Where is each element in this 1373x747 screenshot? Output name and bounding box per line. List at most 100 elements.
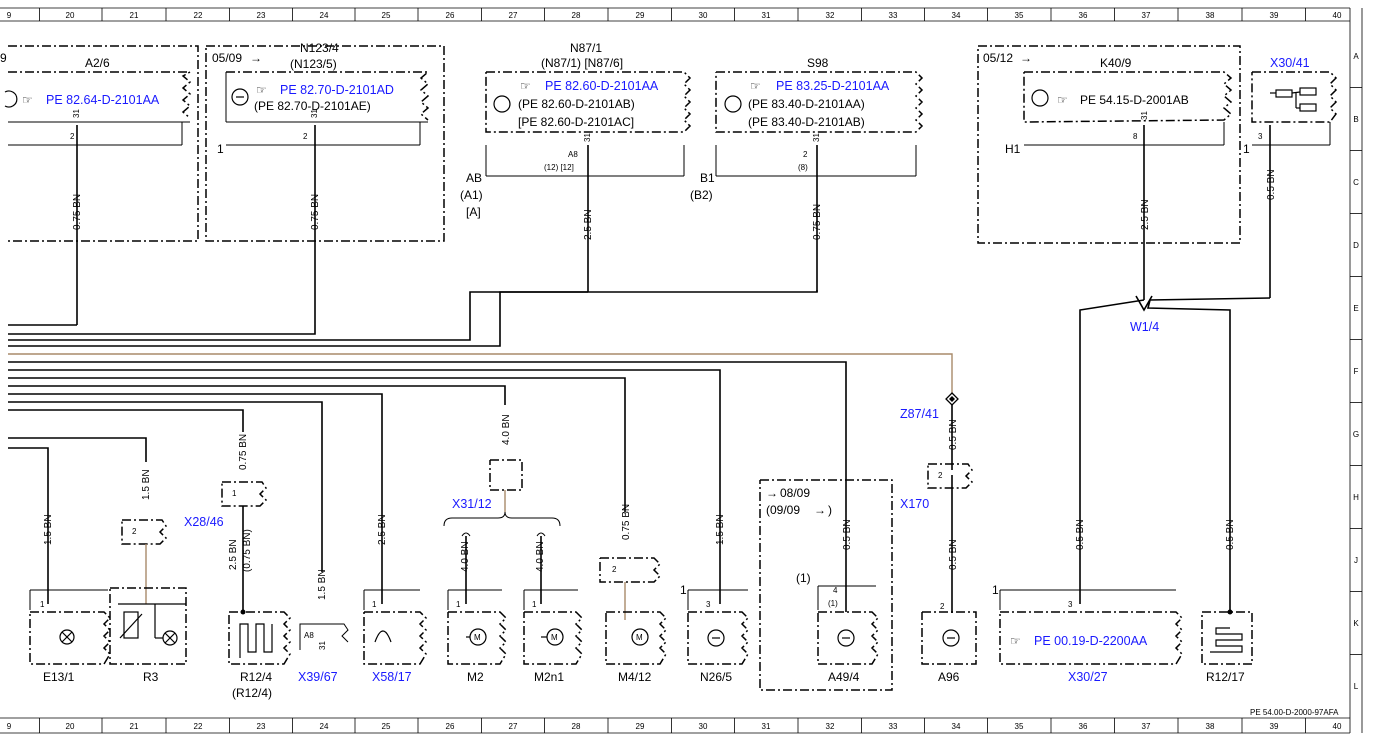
pin-label: 31 [310, 109, 319, 118]
wire-label: 1.5 BN [141, 469, 152, 500]
component-name: N26/5 [700, 670, 732, 684]
grid-frame [0, 7, 1363, 734]
row-label: A [1353, 52, 1359, 61]
row-label: F [1354, 367, 1359, 376]
pin-alt: (1) [828, 599, 838, 608]
pin-number: 1 [232, 489, 237, 498]
component-name: A2/6 [85, 56, 110, 70]
row-label: H [1353, 493, 1359, 502]
wire-label: 2.5 BN [583, 209, 594, 240]
column-label-bottom: 20 [66, 722, 75, 731]
component-n123-4: 05/09 → N123/4 (N123/5) ☞ PE 82.70-D-210… [205, 41, 445, 325]
bus-wires [8, 290, 953, 572]
n87-ref3: [PE 82.60-D-2101AC] [518, 115, 634, 129]
n87-ref-link[interactable]: PE 82.60-D-2101AA [545, 79, 659, 93]
date-label: 05/09 [212, 51, 242, 65]
column-label-bottom: 9 [7, 722, 12, 731]
row-label: L [1354, 682, 1359, 691]
pin-number: 1 [372, 600, 377, 609]
sensor-icon [1031, 89, 1049, 107]
x30-27-ref-link[interactable]: PE 00.19-D-2200AA [1034, 634, 1148, 648]
x28-46-link[interactable]: X28/46 [184, 515, 224, 529]
pin-number: 1 [40, 600, 45, 609]
x39-67-link[interactable]: X39/67 [298, 670, 338, 684]
component-name: N123/4 [300, 41, 339, 55]
heater-icon [239, 623, 273, 658]
column-label-bottom: 34 [952, 722, 961, 731]
component-a49-4: → 08/09 (09/09 → ) 0.5 BN (1) 4 (1) A49/… [759, 479, 893, 691]
side-label: B1 [700, 171, 715, 185]
component-r12-4: 0.75 BN 1 X28/46 2.5 BN (0.75 BN) R12/4 … [184, 434, 292, 700]
pin-number: 2 [70, 132, 75, 141]
pin-label: 31 [72, 109, 81, 118]
x170-link[interactable]: X170 [900, 497, 929, 511]
column-label-top: 30 [699, 11, 708, 20]
column-label-bottom: 27 [509, 722, 518, 731]
side-label: 1 [680, 583, 687, 597]
column-label-bottom: 29 [636, 722, 645, 731]
pin-number: 4 [833, 586, 838, 595]
component-name: S98 [807, 56, 829, 70]
z87-41-link[interactable]: Z87/41 [900, 407, 939, 421]
wire-label: 0.5 BN [948, 419, 959, 450]
x30-27-link[interactable]: X30/27 [1068, 670, 1108, 684]
k40-ref: PE 54.15-D-2001AB [1080, 93, 1189, 107]
column-label-bottom: 23 [257, 722, 266, 731]
column-label-top: 28 [572, 11, 581, 20]
w1-4-link[interactable]: W1/4 [1130, 320, 1159, 334]
wire-label: 0.5 BN [1266, 169, 1277, 200]
component-alt: (R12/4) [232, 686, 272, 700]
date2-label: (09/09 [766, 503, 800, 517]
component-r3: 1.5 BN 2 R3 [109, 469, 187, 684]
s98-ref-link[interactable]: PE 83.25-D-2101AA [776, 79, 890, 93]
row-label: K [1353, 619, 1359, 628]
column-label-bottom: 24 [320, 722, 329, 731]
sensor-icon [942, 629, 960, 647]
column-label-bottom: 25 [382, 722, 391, 731]
row-label: E [1353, 304, 1358, 313]
column-label-bottom: 22 [194, 722, 203, 731]
column-label-top: 27 [509, 11, 518, 20]
column-label-top: 26 [446, 11, 455, 20]
component-x58-17: 2.5 BN 1 X58/17 [363, 512, 428, 684]
component-name: E13/1 [43, 670, 75, 684]
pin-label: 31 [1140, 111, 1149, 120]
x58-17-link[interactable]: X58/17 [372, 670, 412, 684]
n123-ref-link[interactable]: PE 82.70-D-2101AD [280, 83, 394, 97]
column-label-top: 39 [1270, 11, 1279, 20]
component-m2n1: 4.0 BN 1 M M2n1 [523, 532, 584, 684]
component-name: M4/12 [618, 670, 652, 684]
ref-hand-icon: ☞ [1010, 634, 1021, 648]
row-label: D [1353, 241, 1359, 250]
date2-end: ) [828, 503, 832, 517]
pin-number: 2 [938, 471, 943, 480]
a2-6-ref-link[interactable]: PE 82.64-D-2101AA [46, 93, 160, 107]
x30-41-link[interactable]: X30/41 [1270, 56, 1310, 70]
column-label-bottom: 32 [826, 722, 835, 731]
pin-alt: (8) [798, 163, 808, 172]
component-name: R3 [143, 670, 159, 684]
column-label-top: 31 [762, 11, 771, 20]
wire-label: 2.5 BN [228, 539, 239, 570]
pin-number: 1 [456, 600, 461, 609]
svg-text:M: M [636, 633, 643, 642]
column-label-top: 9 [7, 11, 12, 20]
s98-ref2: (PE 83.40-D-2101AA) [748, 97, 865, 111]
component-name: K40/9 [1100, 56, 1132, 70]
n87-ref2: (PE 82.60-D-2101AB) [518, 97, 635, 111]
document-reference: PE 54.00-D-2000-97AFA [1250, 708, 1339, 717]
column-label-bottom: 28 [572, 722, 581, 731]
row-label: C [1353, 178, 1359, 187]
sensor-icon [707, 629, 725, 647]
x31-12-link[interactable]: X31/12 [452, 497, 492, 511]
pin-number: A8 [568, 150, 578, 159]
component-k40-9: 05/12 → K40/9 ☞ PE 54.15-D-2001AB H1 8 3… [977, 45, 1241, 300]
pin-number: 8 [1133, 132, 1138, 141]
lamp-icon [59, 629, 75, 645]
arrow-icon: → [250, 51, 262, 65]
motor-icon [631, 628, 649, 646]
column-label-top: 33 [889, 11, 898, 20]
column-label-bottom: 30 [699, 722, 708, 731]
sensor-icon [4, 90, 18, 108]
